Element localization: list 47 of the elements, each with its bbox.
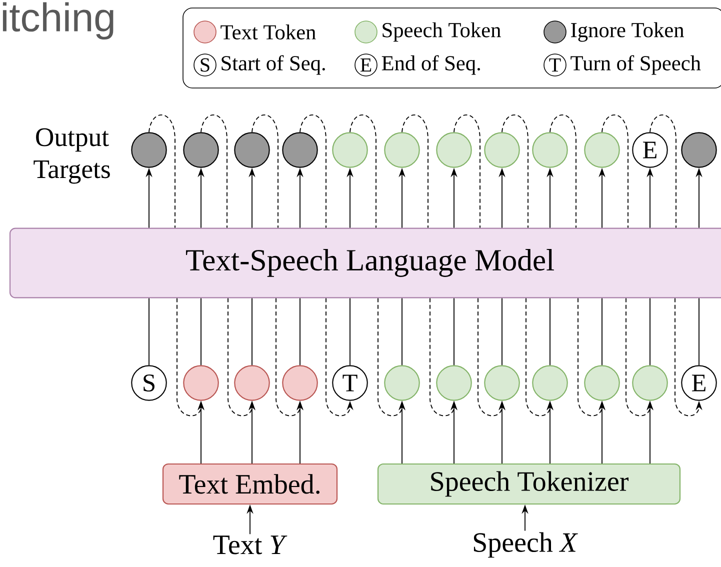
dashed-line xyxy=(300,114,326,228)
model-box: Text-Speech Language Model xyxy=(9,228,721,298)
dashed-line xyxy=(454,114,480,228)
dashed-line xyxy=(650,114,676,228)
dashed-line xyxy=(502,114,528,228)
legend-label: Text Token xyxy=(220,24,316,40)
row-label: Output Targets xyxy=(34,128,110,184)
token-circle xyxy=(484,365,520,401)
dashed-line xyxy=(402,114,428,228)
legend-label: Ignore Token xyxy=(571,22,684,42)
token-circle xyxy=(632,365,668,401)
token-circle xyxy=(234,132,270,168)
token-circle xyxy=(436,365,472,401)
input-label: Speech X xyxy=(474,532,578,558)
token-circle xyxy=(532,365,568,401)
token-circle xyxy=(131,132,167,168)
heading-text: itching xyxy=(2,2,114,40)
dashed-line xyxy=(602,114,628,228)
legend-label: End of Seq. xyxy=(382,55,480,75)
legend-label: Start of Seq. xyxy=(222,55,325,75)
legend-label: Speech Token xyxy=(382,22,501,42)
token-circle xyxy=(183,132,219,168)
token-circle xyxy=(234,365,270,401)
dashed-line xyxy=(200,114,228,228)
legend-label: Turn of Speech xyxy=(570,55,701,75)
token-circle xyxy=(183,365,219,401)
token-circle xyxy=(282,132,318,168)
token-circle xyxy=(436,132,472,168)
token-circle xyxy=(282,365,318,401)
token-circle xyxy=(584,365,620,401)
process-box: Text Embed. xyxy=(162,463,338,505)
connector-line xyxy=(698,298,700,366)
token-circle xyxy=(584,132,620,168)
token-circle xyxy=(532,132,568,168)
connector-line xyxy=(148,298,150,366)
dashed-line xyxy=(350,114,376,228)
connector-line xyxy=(200,298,202,366)
token-circle xyxy=(384,365,420,401)
token-circle xyxy=(332,132,368,168)
input-label: Text Y xyxy=(213,536,288,554)
dashed-line xyxy=(550,114,576,228)
process-box: Speech Tokenizer xyxy=(377,463,681,505)
dashed-line xyxy=(252,114,278,228)
token-circle xyxy=(484,132,520,168)
dashed-line xyxy=(148,114,176,228)
token-circle xyxy=(681,132,717,168)
token-circle xyxy=(384,132,420,168)
